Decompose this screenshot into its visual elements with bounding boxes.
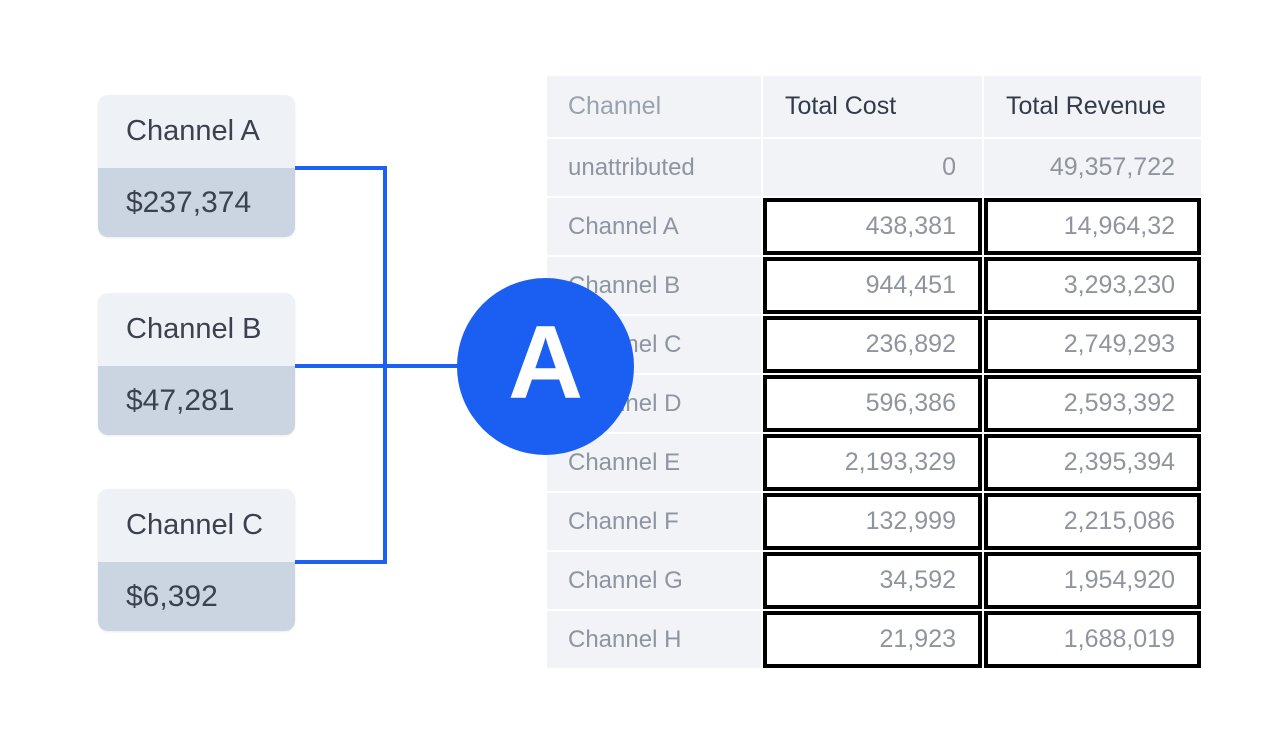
cost-cell: 34,592: [763, 552, 982, 609]
cost-cell: 944,451: [763, 257, 982, 314]
column-header-channel: Channel: [547, 76, 761, 137]
cost-cell: 132,999: [763, 493, 982, 550]
revenue-cell: 2,593,392: [984, 375, 1201, 432]
channel-cell: unattributed: [547, 139, 761, 196]
revenue-cell: 2,395,394: [984, 434, 1201, 491]
channel-cell: Channel F: [547, 493, 761, 550]
card-value: $237,374: [98, 168, 295, 237]
card-label: Channel B: [98, 293, 295, 366]
card-value: $6,392: [98, 562, 295, 631]
connector-line-b: [295, 364, 485, 368]
channel-cell: Channel G: [547, 552, 761, 609]
revenue-cell: 3,293,230: [984, 257, 1201, 314]
column-header-cost: Total Cost: [763, 76, 982, 137]
connector-line-a: [295, 166, 387, 170]
channel-card: Channel C $6,392: [98, 489, 295, 631]
channel-card: Channel B $47,281: [98, 293, 295, 435]
revenue-cell: 1,954,920: [984, 552, 1201, 609]
card-value: $47,281: [98, 366, 295, 435]
model-node-label: A: [507, 304, 584, 421]
cost-cell: 0: [763, 139, 982, 196]
revenue-cell: 2,749,293: [984, 316, 1201, 373]
cost-cell: 2,193,329: [763, 434, 982, 491]
model-node: A: [457, 278, 634, 455]
revenue-cell: 49,357,722: [984, 139, 1201, 196]
cost-cell: 438,381: [763, 198, 982, 255]
column-header-revenue: Total Revenue: [984, 76, 1201, 137]
channel-cell: Channel A: [547, 198, 761, 255]
cost-cell: 21,923: [763, 611, 982, 668]
connector-line-c: [295, 560, 387, 564]
channel-cell: Channel H: [547, 611, 761, 668]
connector-line-vertical: [383, 166, 387, 564]
channel-card: Channel A $237,374: [98, 95, 295, 237]
revenue-cell: 1,688,019: [984, 611, 1201, 668]
card-label: Channel A: [98, 95, 295, 168]
cost-cell: 236,892: [763, 316, 982, 373]
cost-cell: 596,386: [763, 375, 982, 432]
card-label: Channel C: [98, 489, 295, 562]
revenue-cell: 2,215,086: [984, 493, 1201, 550]
revenue-cell: 14,964,32: [984, 198, 1201, 255]
